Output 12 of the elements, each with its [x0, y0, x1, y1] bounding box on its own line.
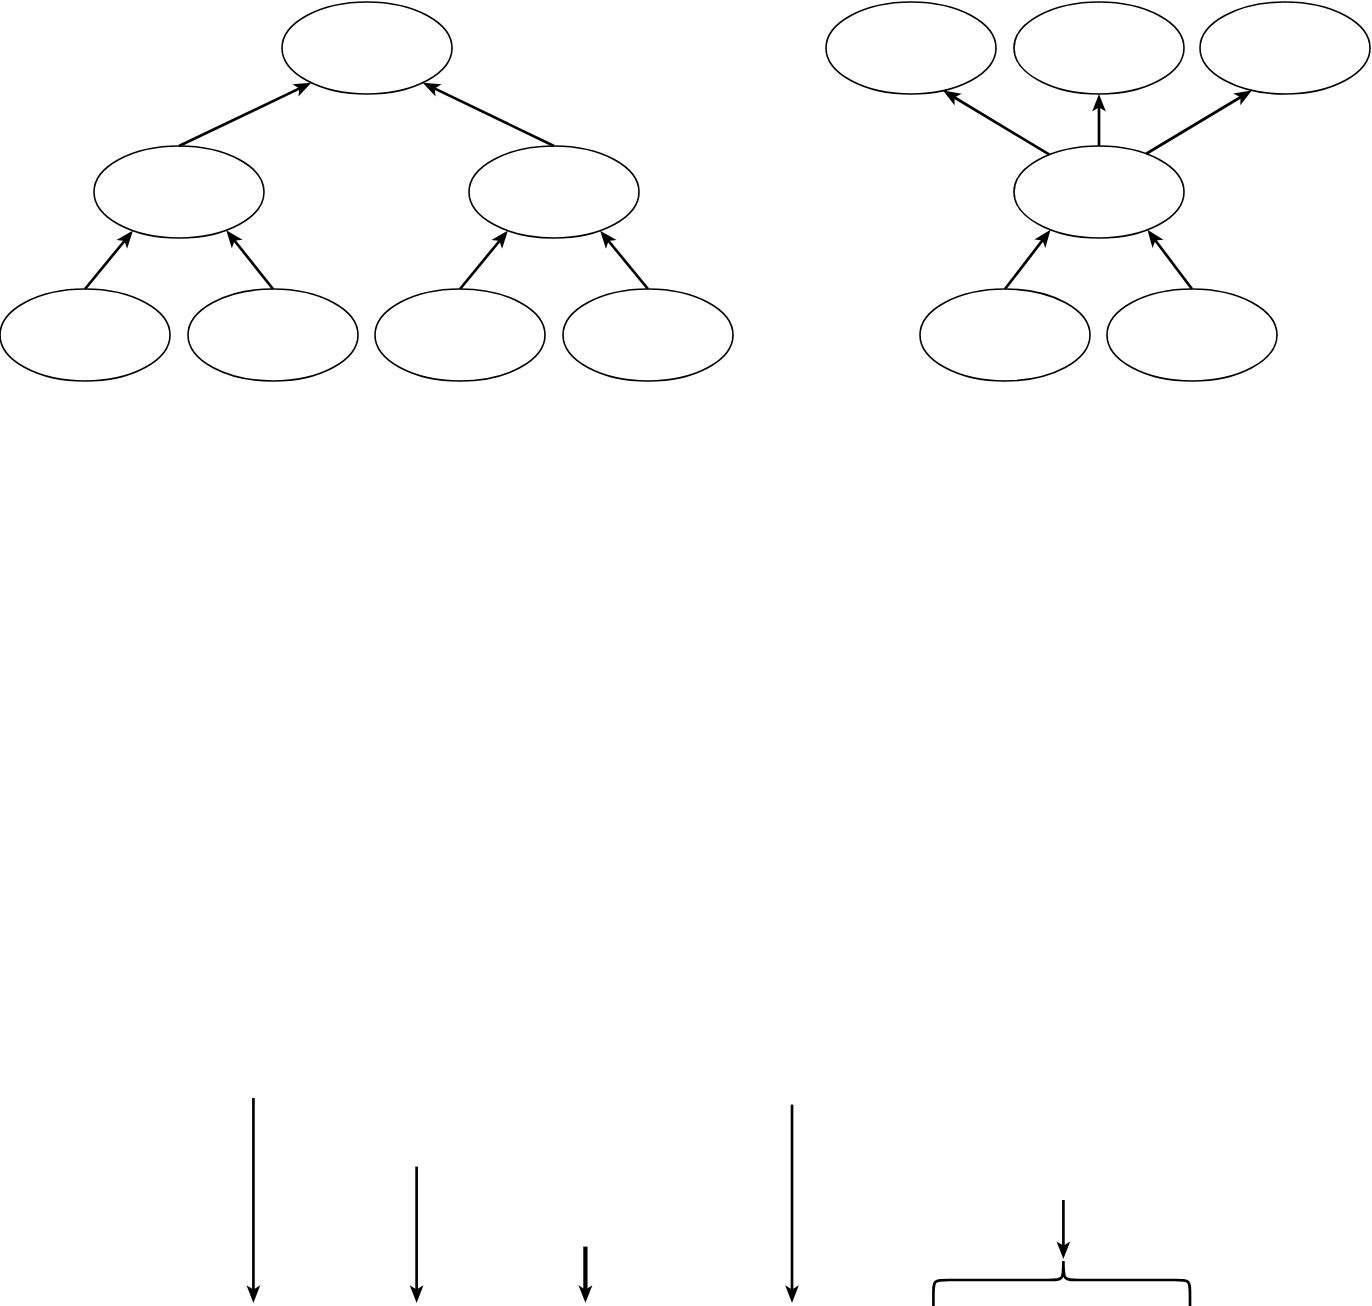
ellipse	[1199, 1, 1371, 95]
ellipse	[1013, 1, 1185, 95]
ellipse	[468, 145, 640, 239]
ellipse	[187, 288, 359, 382]
ellipse	[919, 288, 1091, 382]
ellipse	[374, 288, 546, 382]
ellipse	[1106, 288, 1278, 382]
ellipse	[825, 1, 997, 95]
ellipse	[93, 145, 265, 239]
ellipse	[562, 288, 734, 382]
ellipse	[1013, 145, 1185, 239]
ellipse	[281, 1, 453, 95]
